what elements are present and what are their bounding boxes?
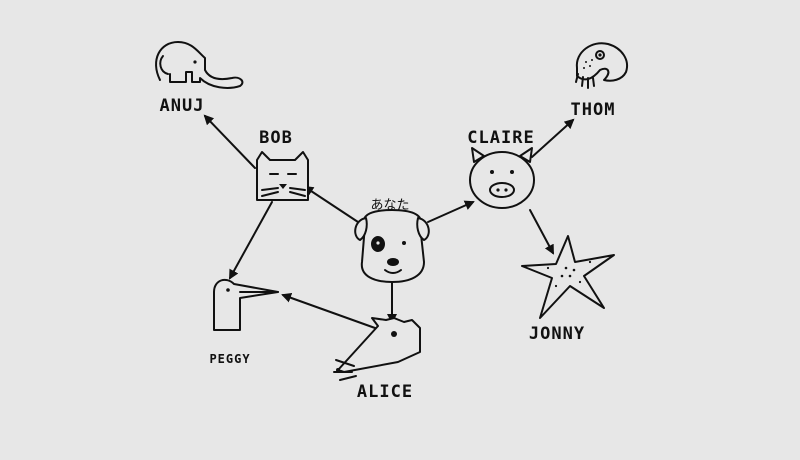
edge-bob-peggy	[229, 201, 273, 280]
pig-icon	[469, 147, 535, 209]
label-thom: THOM	[570, 100, 616, 120]
edge-you-claire	[427, 200, 475, 223]
cat-icon	[256, 151, 309, 201]
label-you: あなた	[370, 198, 410, 213]
label-anuj: ANUJ	[159, 96, 205, 116]
penguin-icon	[213, 278, 279, 331]
edge-claire-jonny	[529, 209, 554, 255]
rat-icon	[333, 317, 421, 381]
label-alice: ALICE	[356, 382, 414, 402]
edge-you-bob	[303, 185, 359, 223]
label-bob: BOB	[259, 128, 293, 148]
edges	[203, 114, 575, 329]
edge-bob-anuj	[203, 114, 256, 169]
fish-icon	[575, 42, 628, 89]
elephant-icon	[155, 41, 244, 89]
starfish-icon	[521, 235, 615, 319]
dog-icon	[354, 209, 430, 283]
label-jonny: JONNY	[528, 324, 586, 344]
label-peggy: PEGGY	[209, 352, 251, 366]
edge-claire-thom	[531, 118, 575, 158]
edge-alice-peggy	[281, 292, 376, 329]
label-claire: CLAIRE	[467, 128, 535, 148]
